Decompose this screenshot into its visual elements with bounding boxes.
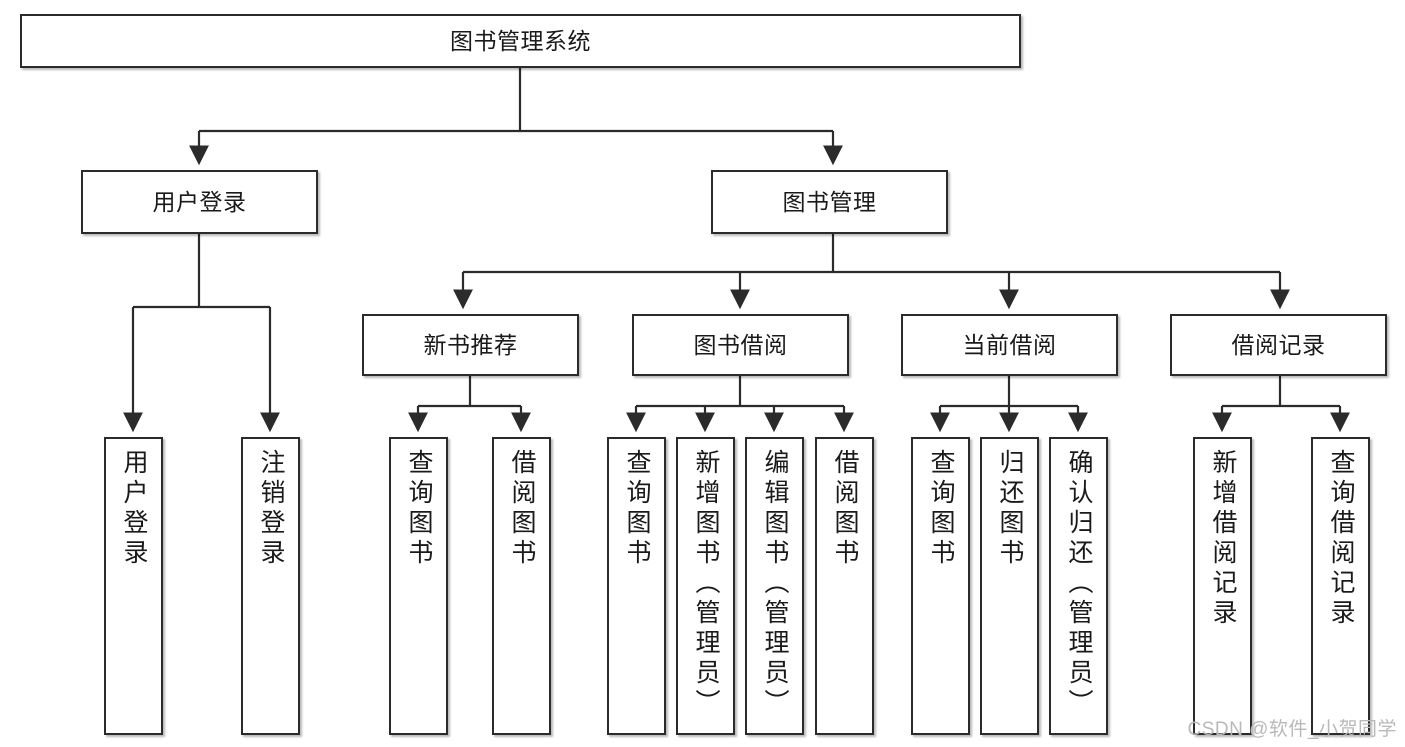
node-leaf-edit-book[interactable]: 编辑图书（管理员） [745, 437, 804, 735]
node-book-manage[interactable]: 图书管理 [711, 170, 948, 234]
node-leaf-logout-login-label: 注销登录 [257, 449, 285, 569]
node-book-borrow[interactable]: 图书借阅 [632, 314, 849, 376]
node-new-book-recommend-label: 新书推荐 [423, 331, 518, 358]
node-leaf-add-book-label: 新增图书（管理员） [692, 449, 720, 719]
node-leaf-user-login[interactable]: 用户登录 [104, 437, 163, 735]
node-borrow-record-label: 借阅记录 [1231, 331, 1326, 358]
node-current-borrow-label: 当前借阅 [962, 331, 1057, 358]
node-leaf-query-record-label: 查询借阅记录 [1327, 449, 1355, 629]
node-leaf-borrow-book-2[interactable]: 借阅图书 [815, 437, 874, 735]
node-leaf-logout-login[interactable]: 注销登录 [241, 437, 300, 735]
node-leaf-add-record-label: 新增借阅记录 [1209, 449, 1237, 629]
csdn-watermark: CSDN @软件_小贺同学 [1187, 719, 1397, 740]
node-root[interactable]: 图书管理系统 [20, 14, 1021, 68]
node-current-borrow[interactable]: 当前借阅 [901, 314, 1118, 376]
node-leaf-query-book-2[interactable]: 查询图书 [607, 437, 666, 735]
node-leaf-return-book-label: 归还图书 [996, 449, 1024, 569]
node-leaf-user-login-label: 用户登录 [120, 449, 148, 569]
node-leaf-query-book-1[interactable]: 查询图书 [389, 437, 448, 735]
node-leaf-add-book[interactable]: 新增图书（管理员） [676, 437, 735, 735]
node-leaf-add-record[interactable]: 新增借阅记录 [1193, 437, 1252, 735]
node-leaf-borrow-book-1[interactable]: 借阅图书 [492, 437, 551, 735]
node-leaf-query-record[interactable]: 查询借阅记录 [1311, 437, 1370, 735]
node-leaf-edit-book-label: 编辑图书（管理员） [761, 449, 789, 719]
node-user-login[interactable]: 用户登录 [81, 170, 318, 234]
node-user-login-label: 用户登录 [152, 188, 247, 215]
node-leaf-return-book[interactable]: 归还图书 [980, 437, 1039, 735]
node-leaf-borrow-book-2-label: 借阅图书 [831, 449, 859, 569]
node-leaf-query-book-3-label: 查询图书 [927, 449, 955, 569]
node-new-book-recommend[interactable]: 新书推荐 [362, 314, 579, 376]
node-leaf-borrow-book-1-label: 借阅图书 [508, 449, 536, 569]
node-borrow-record[interactable]: 借阅记录 [1170, 314, 1387, 376]
node-book-manage-label: 图书管理 [782, 188, 877, 215]
node-root-label: 图书管理系统 [450, 27, 591, 54]
node-leaf-confirm-return[interactable]: 确认归还（管理员） [1049, 437, 1108, 735]
node-leaf-confirm-return-label: 确认归还（管理员） [1065, 449, 1093, 719]
node-leaf-query-book-1-label: 查询图书 [405, 449, 433, 569]
node-leaf-query-book-3[interactable]: 查询图书 [911, 437, 970, 735]
node-book-borrow-label: 图书借阅 [693, 331, 788, 358]
node-leaf-query-book-2-label: 查询图书 [623, 449, 651, 569]
